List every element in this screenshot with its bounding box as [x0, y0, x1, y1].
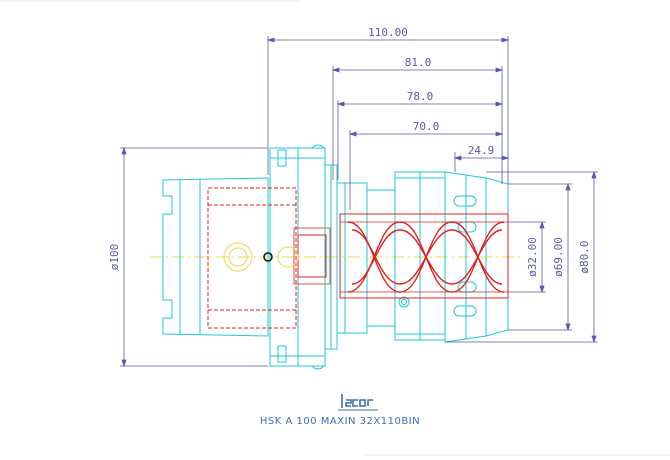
chuck-body [336, 171, 509, 343]
dim-dia-69: ø69.00 [552, 237, 565, 277]
dimension-lines [120, 36, 598, 368]
datum-point [263, 252, 273, 262]
dim-dia-80: ø80.0 [578, 240, 591, 273]
dim-78: 78.0 [407, 90, 434, 103]
dim-24-9: 24.9 [468, 144, 495, 157]
dim-110: 110.00 [368, 26, 408, 39]
dim-dia-32: ø32.00 [526, 237, 539, 277]
tool-caption: HSK A 100 MAXIN 32X110BIN [259, 416, 421, 427]
shank-inner-body [207, 187, 331, 329]
hsk-shank [162, 144, 338, 370]
dim-81: 81.0 [405, 56, 432, 69]
iscar-logo [338, 394, 378, 411]
dim-70: 70.0 [413, 120, 440, 133]
collet-spring [339, 213, 509, 299]
dim-dia-100: ø100 [108, 244, 121, 271]
